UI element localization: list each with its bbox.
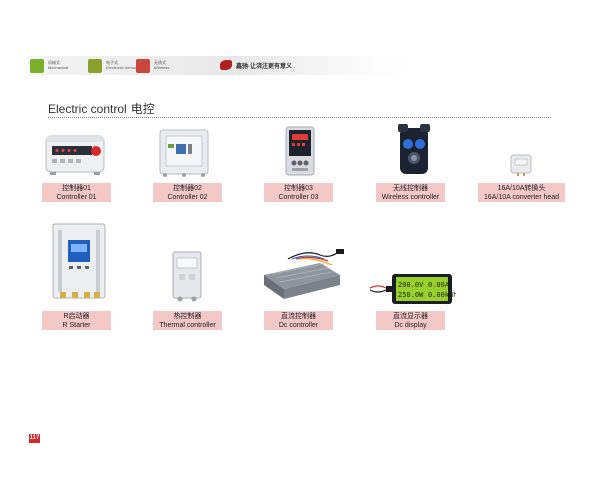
controller-01-image: [45, 135, 105, 175]
product-label: 无线控制器 Wireless controller: [376, 183, 445, 202]
page-number: 117: [29, 434, 40, 443]
product-label: 控制器02 Controller 02: [153, 183, 222, 202]
product-name-en: Controller 03: [278, 194, 319, 201]
dotted-divider: [48, 117, 551, 118]
product-name-en: Wireless controller: [381, 194, 440, 201]
product-name-cn: 控制器02: [173, 185, 202, 192]
tab-wireless-cn: 无线式: [154, 60, 166, 65]
controller-02-image: [159, 129, 209, 177]
product-name-cn: 直流控制器: [281, 313, 316, 320]
product-label: 直流控制器 Dc controller: [264, 311, 333, 330]
dc-controller-image: [264, 249, 344, 299]
dc-display-reading-2: 0.00A: [428, 281, 450, 289]
dc-display-reading-3: 250.0W: [398, 291, 424, 299]
product-name-cn: 热控制器: [173, 313, 202, 320]
tab-electronic-cn: 电子式: [106, 60, 118, 65]
product-label: 热控制器 Thermal controller: [153, 311, 222, 330]
product-name-cn: R启动器: [63, 313, 90, 320]
product-name-en: Dc display: [394, 322, 427, 329]
thermal-controller-image: [172, 251, 202, 302]
header-strip: 机械式 Mechanical 电子式 Electronic formula 无线…: [28, 56, 408, 75]
product-label: 直流显示器 Dc display: [376, 311, 445, 330]
brand-mark-icon: [220, 60, 232, 70]
dc-display-reading-4: 0.00kWh: [428, 291, 456, 299]
product-name-en: Controller 02: [167, 194, 208, 201]
mechanical-icon: [30, 58, 44, 73]
product-name-cn: 无线控制器: [393, 185, 428, 192]
product-name-cn: 控制器03: [284, 185, 313, 192]
dc-display-reading-1: 200.0V: [398, 281, 424, 289]
tab-electronic[interactable]: 电子式 Electronic formula: [88, 56, 138, 75]
product-label: R启动器 R Starter: [42, 311, 111, 330]
r-starter-image: [52, 223, 106, 299]
wireless-controller-image: [398, 124, 430, 174]
tab-mechanical-cn: 机械式: [48, 60, 60, 65]
tab-wireless[interactable]: 无线式 Wireless: [136, 56, 169, 75]
product-name-en: 16A/10A converter head: [483, 194, 560, 201]
brand-text: 鑫驰·让浇注更有意义: [236, 63, 292, 70]
tab-mechanical-en: Mechanical: [48, 65, 69, 70]
product-label: 16A/10A转换头 16A/10A converter head: [478, 183, 565, 202]
product-name-cn: 16A/10A转换头: [497, 185, 546, 192]
product-name-en: Controller 01: [56, 194, 97, 201]
brand-logo: 鑫驰·让浇注更有意义: [220, 60, 292, 70]
product-name-cn: 控制器01: [62, 185, 91, 192]
wireless-icon: [136, 58, 150, 73]
product-name-en: Dc controller: [278, 322, 319, 329]
product-label: 控制器01 Controller 01: [42, 183, 111, 202]
product-name-cn: 直流显示器: [393, 313, 428, 320]
section-title-cn: 电控: [130, 102, 155, 116]
controller-03-image: [285, 126, 315, 176]
product-name-en: R Starter: [62, 322, 91, 329]
tab-electronic-en: Electronic formula: [106, 65, 139, 70]
tab-wireless-en: Wireless: [154, 65, 170, 70]
product-label: 控制器03 Controller 03: [264, 183, 333, 202]
dc-display-image: 200.0V 0.00A 250.0W 0.00kWh: [369, 274, 456, 304]
electronic-icon: [88, 58, 102, 73]
tab-mechanical[interactable]: 机械式 Mechanical: [30, 56, 68, 75]
section-title-en: Electric control: [48, 102, 127, 116]
converter-head-image: [510, 154, 532, 176]
product-name-en: Thermal controller: [159, 322, 216, 329]
